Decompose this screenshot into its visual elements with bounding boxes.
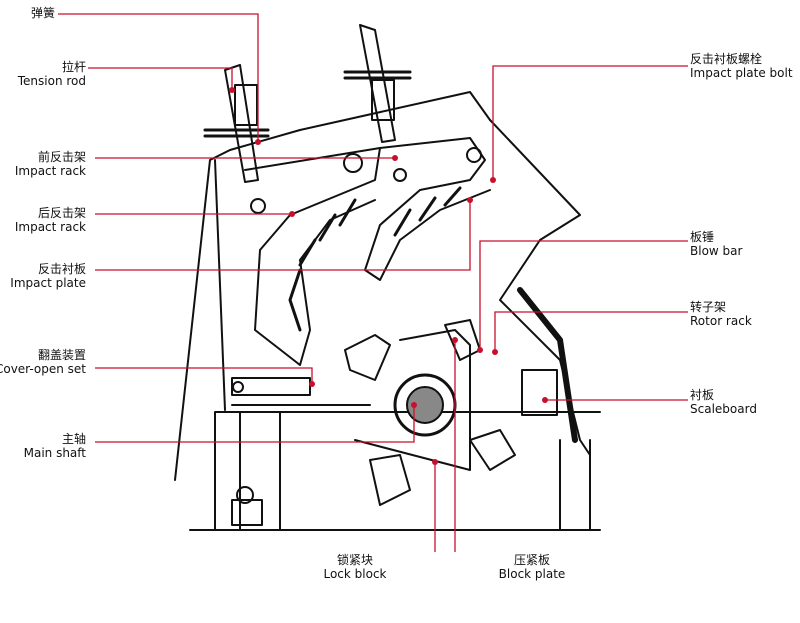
blow-bar-bottom (369, 454, 411, 506)
dot-front-rack (392, 155, 398, 161)
label-blow-bar-en: Blow bar (690, 244, 743, 258)
leader-spring (58, 13, 259, 142)
front-rack-pin (466, 147, 482, 163)
blow-bar-top (444, 319, 481, 361)
dot-blow-bar (477, 347, 483, 353)
label-tension-rod-en: Tension rod (17, 74, 86, 88)
label-rotor-rack: 转子架 Rotor rack (690, 300, 752, 328)
dot-lock-block (432, 459, 438, 465)
label-rotor-rack-zh: 转子架 (690, 300, 727, 314)
blow-bar-left (344, 334, 391, 381)
tension-rod-right (359, 24, 396, 143)
leader-cover-open (95, 367, 313, 384)
dot-scaleboard (542, 397, 548, 403)
label-plate-bolt: 反击衬板螺栓 Impact plate bolt (690, 52, 793, 80)
spring-right (371, 79, 395, 121)
dot-plate-bolt (490, 177, 496, 183)
dot-tension-rod (229, 87, 235, 93)
label-rear-rack: 后反击架 Impact rack (15, 206, 86, 234)
label-plate-bolt-zh: 反击衬板螺栓 (690, 52, 763, 66)
main-shaft-disc (406, 386, 444, 424)
leader-plate-bolt (492, 65, 688, 180)
label-scaleboard-zh: 衬板 (690, 388, 715, 402)
label-cover-open-en: Cover-open set (0, 362, 86, 376)
label-blow-bar-zh: 板锤 (690, 230, 715, 244)
label-blow-bar: 板锤 Blow bar (690, 230, 742, 258)
lower-wheel (236, 486, 254, 504)
right-housing (489, 119, 591, 511)
label-tension-rod-zh: 拉杆 (61, 60, 86, 74)
left-inner-wall (214, 159, 226, 411)
rotor-rack-lines (354, 329, 471, 471)
cover-open-pin (232, 381, 244, 393)
label-rear-rack-zh: 后反击架 (37, 206, 86, 220)
label-front-rack-zh: 前反击架 (37, 150, 86, 164)
lower-bracket (231, 499, 263, 526)
leader-lines (58, 13, 688, 552)
label-spring-zh: 弹簧 (30, 6, 55, 20)
label-block-plate: 压紧板 Block plate (492, 553, 572, 581)
label-block-plate-zh: 压紧板 (513, 553, 550, 567)
label-scaleboard: 衬板 Scaleboard (690, 388, 757, 416)
label-main-shaft-en: Main shaft (23, 446, 86, 460)
impact-plate-teeth (288, 198, 357, 332)
label-lock-block-en: Lock block (323, 567, 387, 581)
label-cover-open: 翻盖装置 Cover-open set (0, 348, 86, 376)
dot-block-plate (452, 337, 458, 343)
label-main-shaft-zh: 主轴 (61, 432, 86, 446)
label-tension-rod: 拉杆 Tension rod (18, 60, 86, 88)
front-plate-teeth (393, 186, 462, 237)
spring-left (234, 84, 258, 126)
leader-tension-rod (88, 67, 233, 90)
dot-spring (255, 139, 261, 145)
rear-impact-rack (244, 147, 381, 366)
rear-rack-pin (343, 153, 363, 173)
leader-blow-bar (479, 240, 688, 350)
label-rotor-rack-en: Rotor rack (690, 314, 752, 328)
right-liner (517, 287, 578, 443)
label-lock-block: 锁紧块 Lock block (320, 553, 390, 581)
label-lock-block-zh: 锁紧块 (336, 553, 373, 567)
label-block-plate-en: Block plate (498, 567, 566, 581)
scaleboard-box (521, 369, 558, 416)
leader-rotor-rack (494, 311, 688, 352)
label-impact-plate-en: Impact plate (10, 276, 86, 290)
tension-rod-left (224, 64, 259, 183)
dot-cover-open (309, 381, 315, 387)
leader-dots (229, 87, 548, 465)
label-main-shaft: 主轴 Main shaft (24, 432, 86, 460)
cover-open-cylinder (231, 377, 311, 396)
rear-rack-pivot (250, 198, 266, 214)
dot-impact-plate (467, 197, 473, 203)
label-scaleboard-en: Scaleboard (690, 402, 757, 416)
label-impact-plate-zh: 反击衬板 (37, 262, 86, 276)
label-impact-plate: 反击衬板 Impact plate (10, 262, 86, 290)
dot-main-shaft (411, 402, 417, 408)
spring-plate-right (343, 70, 412, 80)
leader-main-shaft (95, 405, 415, 443)
leader-impact-plate (95, 200, 471, 271)
top-roof (299, 91, 491, 131)
blow-bar-right (469, 429, 516, 471)
label-cover-open-zh: 翻盖装置 (37, 348, 86, 362)
dot-rotor-rack (492, 349, 498, 355)
label-plate-bolt-en: Impact plate bolt (690, 66, 793, 80)
label-front-rack: 前反击架 Impact rack (15, 150, 86, 178)
label-rear-rack-en: Impact rack (14, 220, 86, 234)
left-housing (174, 129, 301, 481)
front-rack-pivot (393, 168, 407, 182)
label-front-rack-en: Impact rack (14, 164, 86, 178)
label-spring: 弹簧 (31, 6, 55, 20)
dot-rear-rack (289, 211, 295, 217)
